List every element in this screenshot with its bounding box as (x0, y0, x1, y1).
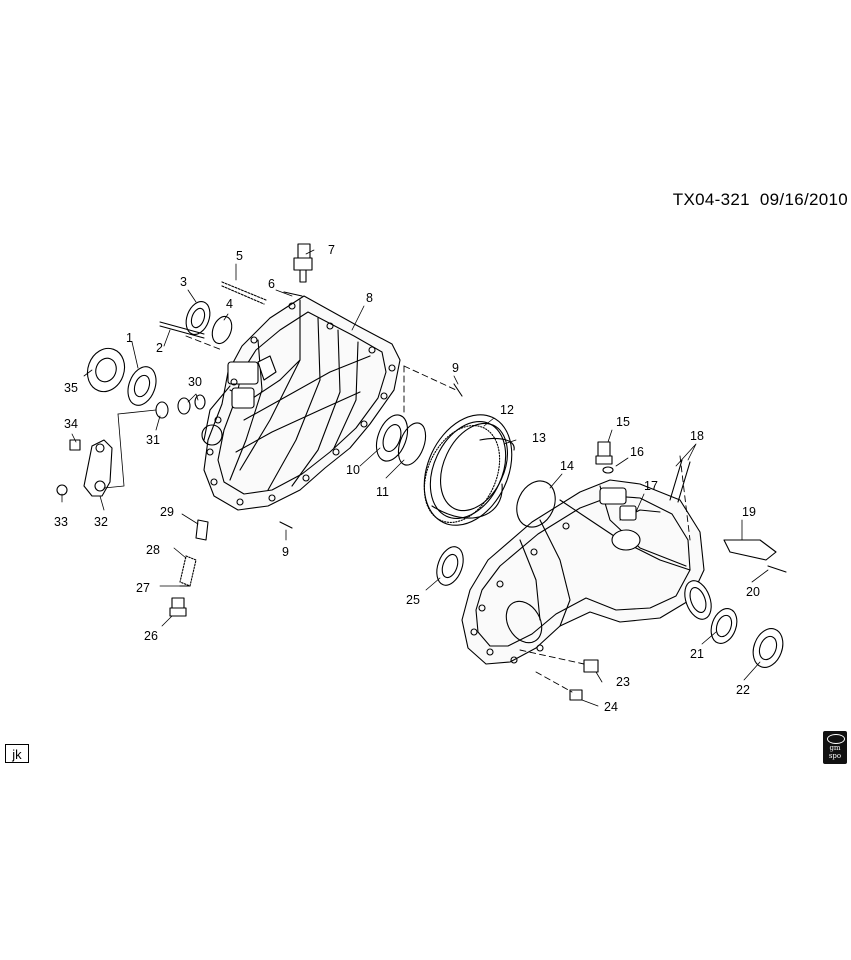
seal-1 (127, 366, 157, 406)
gm-spo-logo: gm spo (823, 731, 847, 764)
callout-7: 7 (328, 243, 335, 257)
callout-17: 17 (644, 479, 658, 493)
rear-case-housing (461, 479, 712, 665)
snap-ring-14 (516, 480, 556, 528)
dowel-9a (453, 383, 463, 397)
callout-9-upper: 9 (452, 361, 459, 375)
callout-1: 1 (126, 331, 133, 345)
ring-gear (423, 414, 513, 526)
callout-labels: 1 2 3 4 5 6 7 8 9 9 10 11 12 13 14 15 16… (54, 243, 760, 714)
dust-boot-35 (86, 347, 126, 393)
nut-33 (56, 484, 68, 496)
diagram-code: TX04-321 (672, 190, 750, 209)
callout-19: 19 (742, 505, 756, 519)
callout-16: 16 (630, 445, 644, 459)
callout-28: 28 (146, 543, 160, 557)
bearing-10 (375, 414, 409, 462)
callout-13: 13 (532, 431, 546, 445)
callout-30: 30 (188, 375, 202, 389)
callout-33: 33 (54, 515, 68, 529)
callout-3: 3 (180, 275, 187, 289)
callout-32: 32 (94, 515, 108, 529)
callout-10: 10 (346, 463, 360, 477)
alignment-lines (185, 335, 691, 693)
logo-text-spo: spo (828, 752, 842, 760)
callout-21: 21 (690, 647, 704, 661)
callout-9-lower: 9 (282, 545, 289, 559)
stud-34 (69, 439, 81, 451)
callout-23: 23 (616, 675, 630, 689)
callout-2: 2 (156, 341, 163, 355)
washer-30a (177, 397, 191, 415)
callout-5: 5 (236, 249, 243, 263)
callout-22: 22 (736, 683, 750, 697)
stud-5 (221, 281, 267, 305)
plunger-29 (195, 519, 209, 541)
callout-35: 35 (64, 381, 78, 395)
callout-34: 34 (64, 417, 78, 431)
callout-26: 26 (144, 629, 158, 643)
bolt-20 (767, 565, 787, 573)
leader-lines (61, 249, 769, 707)
callout-31: 31 (146, 433, 160, 447)
callout-4: 4 (226, 297, 233, 311)
callout-20: 20 (746, 585, 760, 599)
diagram-date: 09/16/2010 (759, 190, 848, 209)
vent-15 (595, 441, 613, 465)
logo-oval (827, 734, 845, 744)
bolts-18 (669, 459, 691, 503)
front-case-housing (201, 295, 401, 511)
callout-15: 15 (616, 415, 630, 429)
callout-25: 25 (406, 593, 420, 607)
spring-28 (179, 555, 197, 587)
diagram-id-stamp: TX04-321 09/16/2010 (673, 190, 848, 210)
bearing-25 (436, 546, 464, 586)
seal-22 (752, 628, 784, 668)
callout-29: 29 (160, 505, 174, 519)
dowel-9b (279, 521, 293, 529)
o-ring-16 (602, 466, 614, 474)
pin-6 (283, 291, 303, 297)
callout-8: 8 (366, 291, 373, 305)
plug-23 (583, 659, 599, 673)
logo-text-gm: gm (829, 744, 841, 752)
washer-30b (194, 394, 206, 410)
callout-14: 14 (560, 459, 574, 473)
callout-27: 27 (136, 581, 150, 595)
speed-sensor-7 (293, 243, 313, 283)
o-ring-31 (155, 401, 169, 419)
snap-ring-11 (397, 422, 427, 466)
callout-12: 12 (500, 403, 514, 417)
snap-ring-4 (211, 315, 233, 345)
callout-24: 24 (604, 700, 618, 714)
plug-26 (169, 597, 187, 617)
callout-6: 6 (268, 277, 275, 291)
plug-24 (569, 689, 583, 701)
bracket-19 (723, 539, 777, 561)
seal-3 (185, 301, 211, 335)
author-initials-box: jk (5, 744, 29, 763)
callout-11: 11 (376, 485, 389, 499)
bracket-32 (83, 439, 113, 497)
bearing-21 (710, 608, 738, 644)
callout-18: 18 (690, 429, 704, 443)
snap-ring-13-lower (431, 483, 503, 519)
bolt-2 (159, 321, 205, 339)
snap-ring-13 (479, 437, 515, 451)
